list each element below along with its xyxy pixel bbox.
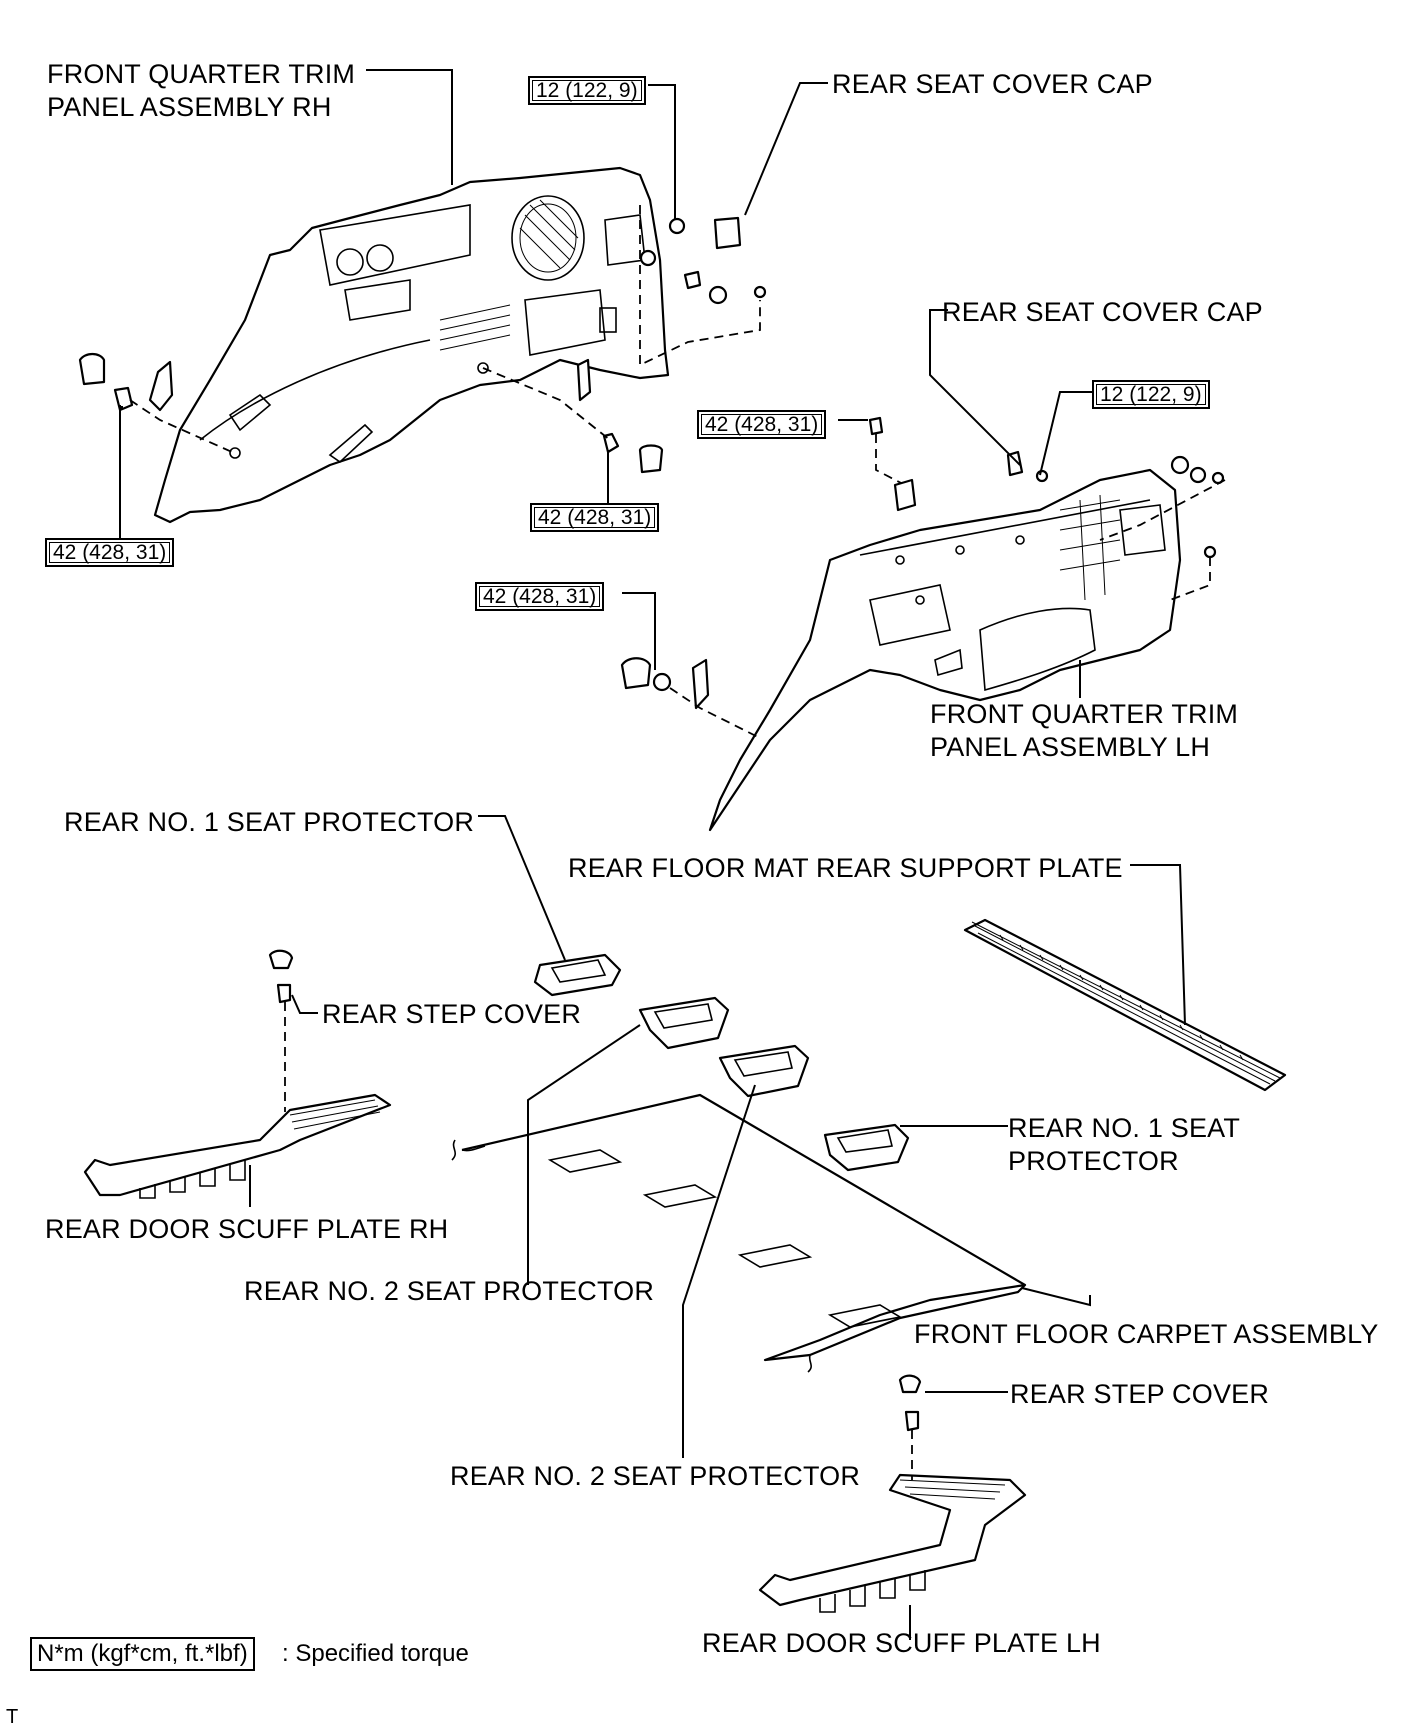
rear-no2-seat-protector-a bbox=[638, 996, 730, 1050]
torque-spec-box: 42 (428, 31) bbox=[530, 503, 660, 532]
rear-step-cover-label-left: REAR STEP COVER bbox=[322, 999, 582, 1029]
rear-no2-seat-protector-label-left: REAR NO. 2 SEAT PROTECTOR bbox=[244, 1276, 655, 1306]
rear-door-scuff-plate-rh-label: REAR DOOR SCUFF PLATE RH bbox=[45, 1214, 449, 1244]
rear-no1-seat-protector-label-left: REAR NO. 1 SEAT PROTECTOR bbox=[64, 807, 475, 837]
torque-spec-box: 42 (428, 31) bbox=[45, 538, 175, 567]
front-quarter-trim-lh-label-line1: FRONT QUARTER TRIM bbox=[930, 699, 1239, 729]
rear-door-scuff-plate-rh bbox=[83, 949, 392, 1199]
front-quarter-trim-panel-lh bbox=[708, 468, 1182, 832]
leader-lines bbox=[119, 69, 1186, 1640]
torque-spec-box: 12 (122, 9) bbox=[1092, 380, 1210, 409]
torque-spec-box: 42 (428, 31) bbox=[475, 582, 605, 611]
front-floor-carpet-label: FRONT FLOOR CARPET ASSEMBLY bbox=[914, 1319, 1379, 1349]
front-quarter-trim-lh-label-line2: PANEL ASSEMBLY LH bbox=[930, 732, 1211, 762]
rear-no2-seat-protector-b bbox=[718, 1044, 810, 1098]
rear-floor-mat-support-plate-label: REAR FLOOR MAT REAR SUPPORT PLATE bbox=[568, 853, 1123, 883]
front-floor-carpet bbox=[451, 1093, 1027, 1373]
front-quarter-trim-rh-label-line1: FRONT QUARTER TRIM bbox=[47, 59, 356, 89]
torque-spec-box: 12 (122, 9) bbox=[528, 76, 646, 105]
rear-no1-seat-protector-label-right-line1: REAR NO. 1 SEAT bbox=[1008, 1113, 1241, 1143]
rear-door-scuff-plate-lh bbox=[758, 1374, 1027, 1613]
rear-seat-cover-cap-label-right: REAR SEAT COVER CAP bbox=[942, 297, 1263, 327]
rear-no2-seat-protector-label-bottom: REAR NO. 2 SEAT PROTECTOR bbox=[450, 1461, 861, 1491]
legend-torque-description: : Specified torque bbox=[282, 1640, 469, 1667]
front-quarter-trim-panel-rh bbox=[153, 166, 670, 524]
rear-no1-seat-protector-label-right-line2: PROTECTOR bbox=[1008, 1146, 1179, 1176]
footer-mark: T bbox=[6, 1706, 19, 1728]
front-quarter-trim-rh-label-line2: PANEL ASSEMBLY RH bbox=[47, 92, 332, 122]
rear-no1-seat-protector-top bbox=[533, 953, 622, 997]
rear-step-cover-label-right: REAR STEP COVER bbox=[1010, 1379, 1270, 1409]
rh-fasteners bbox=[78, 205, 767, 474]
rear-door-scuff-plate-lh-label: REAR DOOR SCUFF PLATE LH bbox=[702, 1628, 1101, 1658]
legend-torque-unit-box: N*m (kgf*cm, ft.*lbf) bbox=[30, 1637, 255, 1671]
rear-seat-cover-cap-label-top: REAR SEAT COVER CAP bbox=[832, 69, 1153, 99]
torque-spec-box: 42 (428, 31) bbox=[697, 410, 827, 439]
rear-no1-seat-protector-right bbox=[823, 1123, 910, 1172]
rear-floor-mat-support-plate bbox=[963, 918, 1287, 1092]
